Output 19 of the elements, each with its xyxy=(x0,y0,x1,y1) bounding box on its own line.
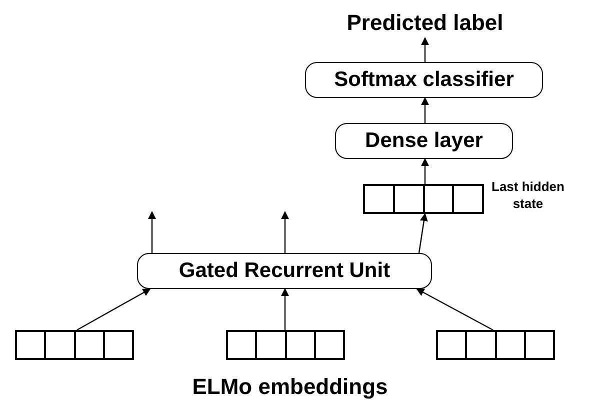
output-label: Predicted label xyxy=(330,6,520,38)
arrow xyxy=(421,158,429,184)
layer-box: Gated Recurrent Unit xyxy=(137,253,432,289)
vector-cells xyxy=(15,330,134,360)
vector-cells xyxy=(226,330,345,360)
arrow xyxy=(418,213,428,254)
arrow xyxy=(421,97,429,123)
arrow xyxy=(281,211,289,253)
embeddings-label: ELMo embeddings xyxy=(191,373,389,401)
arrow xyxy=(416,288,494,331)
arrow xyxy=(148,211,156,253)
arrow xyxy=(281,288,289,330)
layer-box: Dense layer xyxy=(335,123,513,159)
arrow xyxy=(76,288,151,331)
vector-caption: Last hidden state xyxy=(490,178,566,212)
arrow xyxy=(421,37,429,62)
vector-cells xyxy=(436,330,555,360)
vector-cells xyxy=(363,184,484,214)
layer-box: Softmax classifier xyxy=(305,62,543,98)
